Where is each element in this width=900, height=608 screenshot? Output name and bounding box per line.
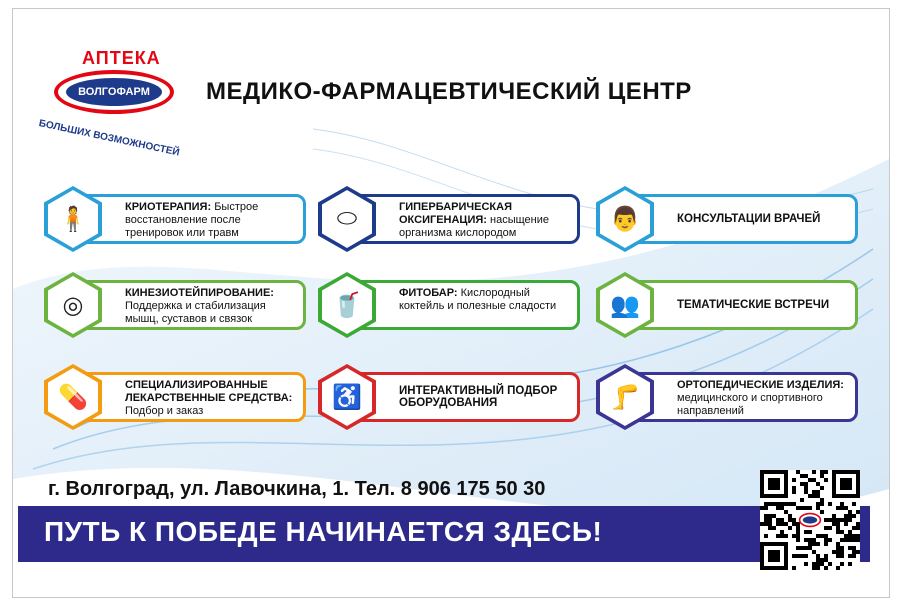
service-hexagon: 🦵 <box>596 364 654 430</box>
logo-brand-text: ВОЛГОФАРМ <box>66 78 162 106</box>
service-title: КОНСУЛЬТАЦИИ ВРАЧЕЙ <box>677 213 821 225</box>
service-description: Подбор и заказ <box>125 405 204 417</box>
service-description: Кислородный коктейль и полезные сладости <box>399 287 557 312</box>
cryo-chamber-icon: 🧍 <box>48 190 98 248</box>
service-description: Быстрое восстановление после тренировок … <box>125 201 259 239</box>
logo-top-text: АПТЕКА <box>82 48 161 68</box>
cocktail-icon: 🥤 <box>322 276 372 334</box>
service-description: насыщение организма кислородом <box>399 214 549 239</box>
service-title: ОРТОПЕДИЧЕСКИЕ ИЗДЕЛИЯ: <box>677 379 844 391</box>
service-card: ОРТОПЕДИЧЕСКИЕ ИЗДЕЛИЯ: медицинского и с… <box>616 372 858 422</box>
doctor-icon: 👨 <box>600 190 650 248</box>
service-card: КИНЕЗИОТЕЙПИРОВАНИЕ: Поддержка и стабили… <box>64 280 306 330</box>
service-hexagon: 👨 <box>596 186 654 252</box>
wheelchair-icon: ♿ <box>322 368 372 426</box>
qr-code-icon <box>760 470 860 570</box>
pharmacy-logo: АПТЕКА ВОЛГОФАРМ БОЛЬШИХ ВОЗМОЖНОСТЕЙ <box>30 48 200 159</box>
service-title: ГИПЕРБАРИЧЕСКАЯ ОКСИГЕНАЦИЯ: <box>399 201 512 226</box>
service-text: КРИОТЕРАПИЯ: Быстрое восстановление посл… <box>125 201 297 240</box>
service-card: КРИОТЕРАПИЯ: Быстрое восстановление посл… <box>64 194 306 244</box>
service-card: СПЕЦИАЛИЗИРОВАННЫЕ ЛЕКАРСТВЕННЫЕ СРЕДСТВ… <box>64 372 306 422</box>
service-text: КИНЕЗИОТЕЙПИРОВАНИЕ: Поддержка и стабили… <box>125 287 297 326</box>
service-card: КОНСУЛЬТАЦИИ ВРАЧЕЙ <box>616 194 858 244</box>
orthosis-icon: 🦵 <box>600 368 650 426</box>
logo-oval-icon <box>54 70 174 114</box>
service-text: ГИПЕРБАРИЧЕСКАЯ ОКСИГЕНАЦИЯ: насыщение о… <box>399 201 571 240</box>
service-text: ОРТОПЕДИЧЕСКИЕ ИЗДЕЛИЯ: медицинского и с… <box>677 379 849 418</box>
medicine-icon: 💊 <box>48 368 98 426</box>
service-title: СПЕЦИАЛИЗИРОВАННЫЕ ЛЕКАРСТВЕННЫЕ СРЕДСТВ… <box>125 379 293 404</box>
service-card: ФИТОБАР: Кислородный коктейль и полезные… <box>338 280 580 330</box>
service-hexagon: 🧍 <box>44 186 102 252</box>
meeting-icon: 👥 <box>600 276 650 334</box>
service-description: медицинского и спортивного направлений <box>677 392 823 417</box>
service-card: ГИПЕРБАРИЧЕСКАЯ ОКСИГЕНАЦИЯ: насыщение о… <box>338 194 580 244</box>
service-hexagon: 💊 <box>44 364 102 430</box>
slogan-banner: ПУТЬ К ПОБЕДЕ НАЧИНАЕТСЯ ЗДЕСЬ! <box>18 506 870 562</box>
service-text: ФИТОБАР: Кислородный коктейль и полезные… <box>399 287 571 313</box>
pressure-chamber-icon: ⬭ <box>322 190 372 248</box>
tape-rolls-icon: ◎ <box>48 276 98 334</box>
page-title: МЕДИКО-ФАРМАЦЕВТИЧЕСКИЙ ЦЕНТР <box>206 78 692 105</box>
service-text: СПЕЦИАЛИЗИРОВАННЫЕ ЛЕКАРСТВЕННЫЕ СРЕДСТВ… <box>125 379 297 418</box>
address-line: г. Волгоград, ул. Лавочкина, 1. Тел. 8 9… <box>48 478 546 500</box>
service-description: Поддержка и стабилизация мышц, суставов … <box>125 300 266 325</box>
service-card: ТЕМАТИЧЕСКИЕ ВСТРЕЧИ <box>616 280 858 330</box>
service-title: ИНТЕРАКТИВНЫЙ ПОДБОР ОБОРУДОВАНИЯ <box>399 385 558 409</box>
service-title: ТЕМАТИЧЕСКИЕ ВСТРЕЧИ <box>677 299 830 311</box>
slogan-text: ПУТЬ К ПОБЕДЕ НАЧИНАЕТСЯ ЗДЕСЬ! <box>44 516 603 547</box>
service-title: КИНЕЗИОТЕЙПИРОВАНИЕ: <box>125 287 274 299</box>
service-title: КРИОТЕРАПИЯ: <box>125 201 215 213</box>
service-hexagon: 👥 <box>596 272 654 338</box>
service-title: ФИТОБАР: <box>399 287 461 299</box>
